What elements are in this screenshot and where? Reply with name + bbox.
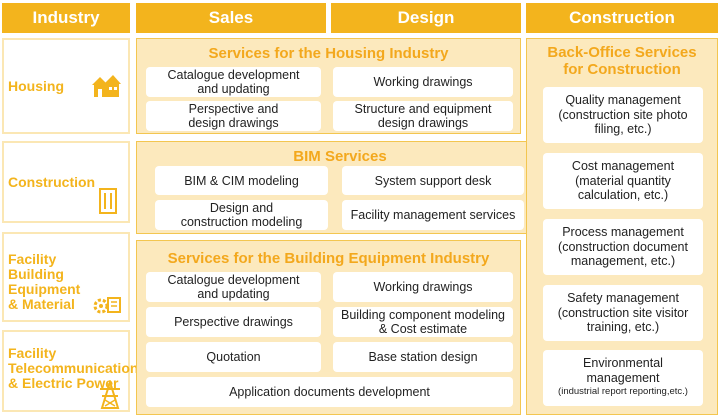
industry-label: Facility Building Equipment & Material [8,251,81,312]
service-item: Working drawings [333,67,513,97]
building-icon [99,188,117,214]
house-icon [92,75,121,97]
panel-bim-services: BIM Services BIM & CIM modeling System s… [136,141,544,234]
service-item: Working drawings [333,272,513,302]
panel-equipment-services: Services for the Building Equipment Indu… [136,240,521,415]
header-sales: Sales [136,3,326,33]
service-item: Perspective drawings [146,307,321,337]
service-item: Facility management services [342,200,524,230]
panel-title: BIM Services [293,148,387,165]
service-item: System support desk [342,166,524,195]
power-tower-icon [100,380,120,409]
panel-title: Back-Office Services for Construction [547,44,697,78]
service-item: Quality management (construction site ph… [543,87,703,143]
industry-construction: Construction [2,141,130,223]
industry-label: Construction [8,174,96,190]
header-industry: Industry [2,3,130,33]
header-construction: Construction [526,3,718,33]
service-item: Process management (construction documen… [543,219,703,275]
service-item: Base station design [333,342,513,372]
header-design: Design [331,3,521,33]
service-item: BIM & CIM modeling [155,166,328,195]
service-item: Environmental management (industrial rep… [543,350,703,406]
gear-icon [93,297,121,314]
panel-title: Services for the Housing Industry [208,45,449,62]
industry-facility-telecom: Facility Telecommunications & Electric P… [2,330,146,412]
service-item: Safety management (construction site vis… [543,285,703,341]
panel-title: Services for the Building Equipment Indu… [167,250,490,267]
panel-construction-services: Back-Office Services for Construction Qu… [526,38,718,415]
service-item: Cost management (material quantity calcu… [543,153,703,209]
industry-label: Facility Telecommunications & Electric P… [8,345,147,391]
industry-label: Housing [8,78,64,94]
service-item: Building component modeling& Cost estima… [333,307,513,337]
industry-facility-equipment: Facility Building Equipment & Material [2,232,130,322]
service-item: Quotation [146,342,321,372]
panel-housing-services: Services for the Housing Industry Catalo… [136,38,521,134]
industry-housing: Housing [2,38,130,134]
service-item: Application documents development [146,377,513,407]
